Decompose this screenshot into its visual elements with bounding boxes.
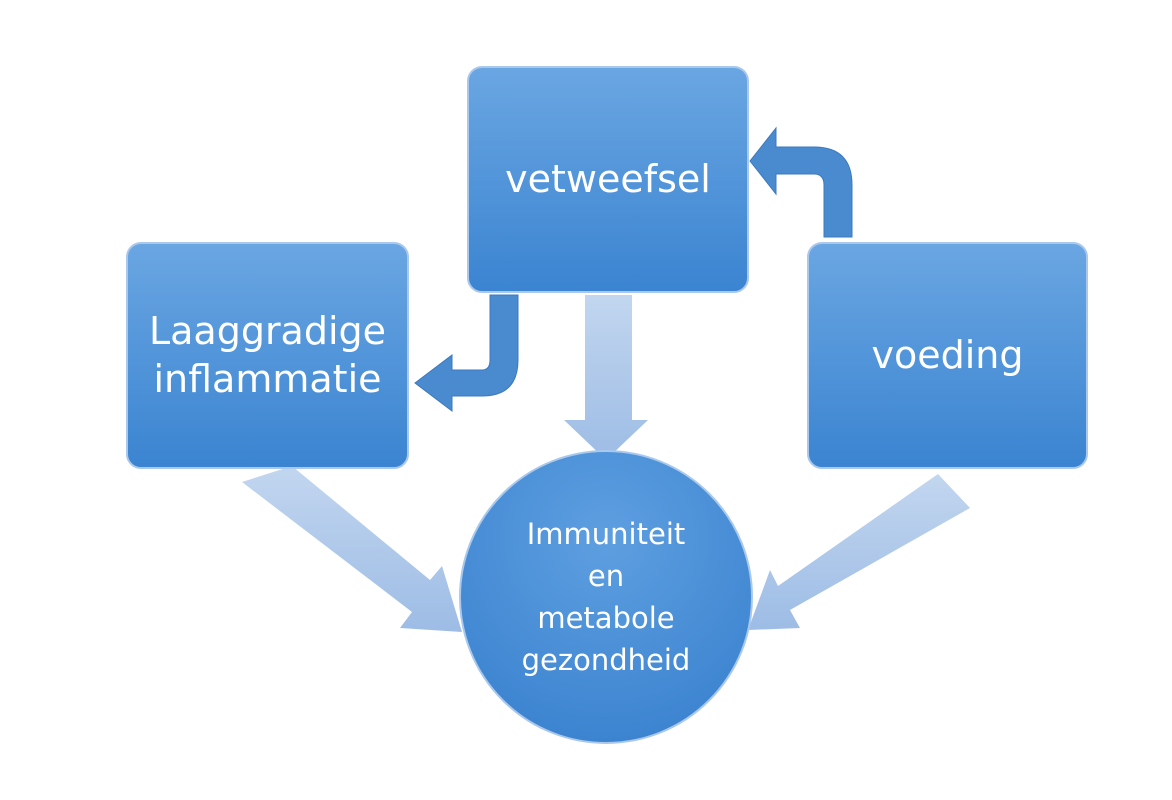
arrow-voeding-to-center — [748, 474, 970, 630]
node-vetweefsel-label: vetweefsel — [505, 156, 711, 201]
node-center-line2: en — [587, 558, 625, 593]
arrow-inflammatie-to-center — [242, 466, 462, 632]
node-inflammatie-label-line1: Laaggradige — [148, 309, 387, 353]
node-voeding-label: voeding — [871, 332, 1024, 377]
node-inflammatie-box — [126, 242, 409, 469]
node-voeding-box — [807, 242, 1088, 469]
arrow-vetweefsel-to-inflammatie — [414, 294, 519, 413]
node-center-line4: gezondheid — [521, 643, 691, 678]
arrow-voeding-to-vetweefsel — [749, 126, 853, 238]
node-voeding: voeding — [808, 243, 1087, 468]
node-center-line1: Immuniteit — [526, 516, 686, 551]
node-vetweefsel: vetweefsel — [468, 67, 748, 292]
node-vetweefsel-box — [467, 66, 749, 293]
node-inflammatie-label-line2: inflammatie — [153, 356, 382, 401]
node-center: Immuniteit en metabole gezondheid — [460, 451, 752, 743]
node-inflammatie: Laaggradige inflammatie — [127, 243, 408, 468]
node-center-line3: metabole — [537, 601, 675, 635]
arrow-vetweefsel-to-center — [564, 295, 648, 460]
node-center-circle — [459, 450, 753, 744]
